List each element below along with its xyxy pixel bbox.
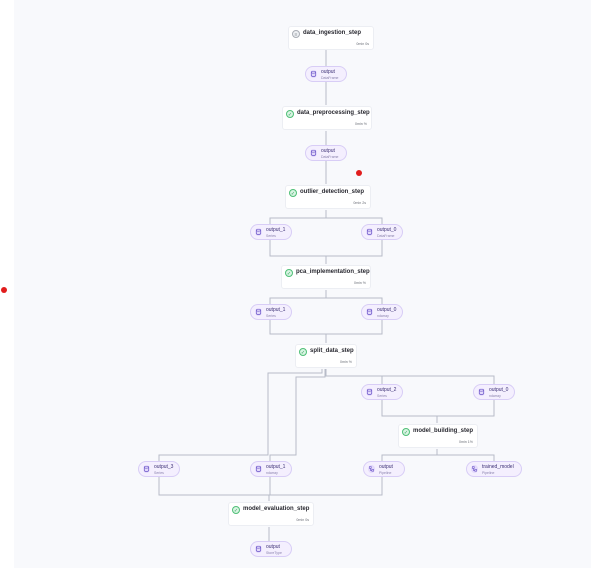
artifact-type: ndarray bbox=[489, 394, 501, 398]
artifact-build-output[interactable]: output Pipeline bbox=[363, 461, 405, 477]
step-name: split_data_step bbox=[310, 348, 354, 354]
step-duration: 0min % bbox=[354, 281, 366, 285]
step-duration: 0min 0s bbox=[296, 518, 309, 522]
artifact-type: DataFrame bbox=[377, 234, 395, 238]
artifact-trained-model[interactable]: trained_model Pipeline bbox=[466, 461, 522, 477]
artifact-type: DataFrame bbox=[321, 155, 339, 159]
step-duration: 0min 0s bbox=[356, 42, 369, 46]
database-icon bbox=[366, 308, 373, 316]
artifact-eval-output[interactable]: output StoreType bbox=[250, 541, 292, 557]
step-split-data[interactable]: ✓ split_data_step 0min % bbox=[295, 344, 357, 368]
check-circle-icon: ✓ bbox=[232, 506, 240, 514]
artifact-type: Pipeline bbox=[482, 471, 495, 475]
step-name: data_preprocessing_step bbox=[297, 110, 370, 116]
step-duration: 0min 1% bbox=[459, 440, 473, 444]
artifact-split-output-1[interactable]: output_1 ndarray bbox=[250, 461, 292, 477]
step-data-ingestion[interactable]: ≡ data_ingestion_step 0min 0s bbox=[288, 26, 374, 50]
check-circle-icon: ✓ bbox=[289, 189, 297, 197]
artifact-name: output_3 bbox=[154, 464, 174, 470]
artifact-ingest-output[interactable]: output DataFrame bbox=[305, 66, 347, 82]
artifact-outlier-output-1[interactable]: output_1 Series bbox=[250, 224, 292, 240]
red-marker-dot bbox=[356, 170, 362, 176]
database-icon bbox=[366, 388, 373, 396]
artifact-type: Series bbox=[266, 314, 276, 318]
artifact-split-output-0[interactable]: output_0 ndarray bbox=[473, 384, 515, 400]
database-icon bbox=[310, 149, 317, 157]
step-data-preprocessing[interactable]: ✓ data_preprocessing_step 0min % bbox=[282, 106, 372, 130]
database-icon bbox=[478, 388, 485, 396]
artifact-name: output bbox=[266, 544, 280, 550]
artifact-type: Series bbox=[266, 234, 276, 238]
artifact-type: ndarray bbox=[266, 471, 278, 475]
step-name: pca_implementation_step bbox=[296, 269, 370, 275]
database-icon bbox=[143, 465, 150, 473]
step-name: outlier_detection_step bbox=[300, 189, 365, 195]
step-name: model_building_step bbox=[413, 428, 474, 434]
artifact-name: output_1 bbox=[266, 227, 286, 233]
database-icon bbox=[310, 70, 317, 78]
artifact-preprocess-output[interactable]: output DataFrame bbox=[305, 145, 347, 161]
artifact-name: output_2 bbox=[377, 387, 397, 393]
artifact-name: output_1 bbox=[266, 464, 286, 470]
artifact-type: Pipeline bbox=[379, 471, 392, 475]
artifact-split-output-2[interactable]: output_2 Series bbox=[361, 384, 403, 400]
artifact-type: Series bbox=[377, 394, 387, 398]
step-model-building[interactable]: ✓ model_building_step 0min 1% bbox=[398, 424, 478, 448]
artifact-type: ndarray bbox=[377, 314, 389, 318]
check-circle-icon: ✓ bbox=[286, 110, 294, 118]
database-icon bbox=[366, 228, 373, 236]
artifact-type: StoreType bbox=[266, 551, 282, 555]
artifact-name: output_1 bbox=[266, 307, 286, 313]
check-circle-icon: ✓ bbox=[285, 269, 293, 277]
red-marker-dot bbox=[1, 287, 7, 293]
step-name: data_ingestion_step bbox=[303, 30, 362, 36]
check-circle-icon: ✓ bbox=[402, 428, 410, 436]
step-duration: 0min % bbox=[355, 122, 367, 126]
artifact-name: output_0 bbox=[377, 307, 397, 313]
artifact-split-output-3[interactable]: output_3 Series bbox=[138, 461, 180, 477]
step-duration: 0min 2s bbox=[353, 201, 366, 205]
artifact-type: Series bbox=[154, 471, 164, 475]
check-circle-icon: ✓ bbox=[299, 348, 307, 356]
cached-step-icon: ≡ bbox=[292, 30, 300, 38]
artifact-name: output_0 bbox=[489, 387, 509, 393]
step-outlier-detection[interactable]: ✓ outlier_detection_step 0min 2s bbox=[285, 185, 371, 209]
model-icon bbox=[471, 465, 478, 473]
artifact-name: output bbox=[379, 464, 393, 470]
artifact-name: output_0 bbox=[377, 227, 397, 233]
step-model-evaluation[interactable]: ✓ model_evaluation_step 0min 0s bbox=[228, 502, 314, 526]
model-icon bbox=[368, 465, 375, 473]
artifact-name: trained_model bbox=[482, 464, 514, 470]
step-duration: 0min % bbox=[340, 360, 352, 364]
database-icon bbox=[255, 465, 262, 473]
artifact-pca-output-1[interactable]: output_1 Series bbox=[250, 304, 292, 320]
database-icon bbox=[255, 545, 262, 553]
artifact-pca-output-0[interactable]: output_0 ndarray bbox=[361, 304, 403, 320]
step-name: model_evaluation_step bbox=[243, 506, 310, 512]
step-pca-implementation[interactable]: ✓ pca_implementation_step 0min % bbox=[281, 265, 371, 289]
artifact-name: output bbox=[321, 148, 335, 154]
database-icon bbox=[255, 308, 262, 316]
database-icon bbox=[255, 228, 262, 236]
artifact-outlier-output-0[interactable]: output_0 DataFrame bbox=[361, 224, 403, 240]
artifact-name: output bbox=[321, 69, 335, 75]
artifact-type: DataFrame bbox=[321, 76, 339, 80]
